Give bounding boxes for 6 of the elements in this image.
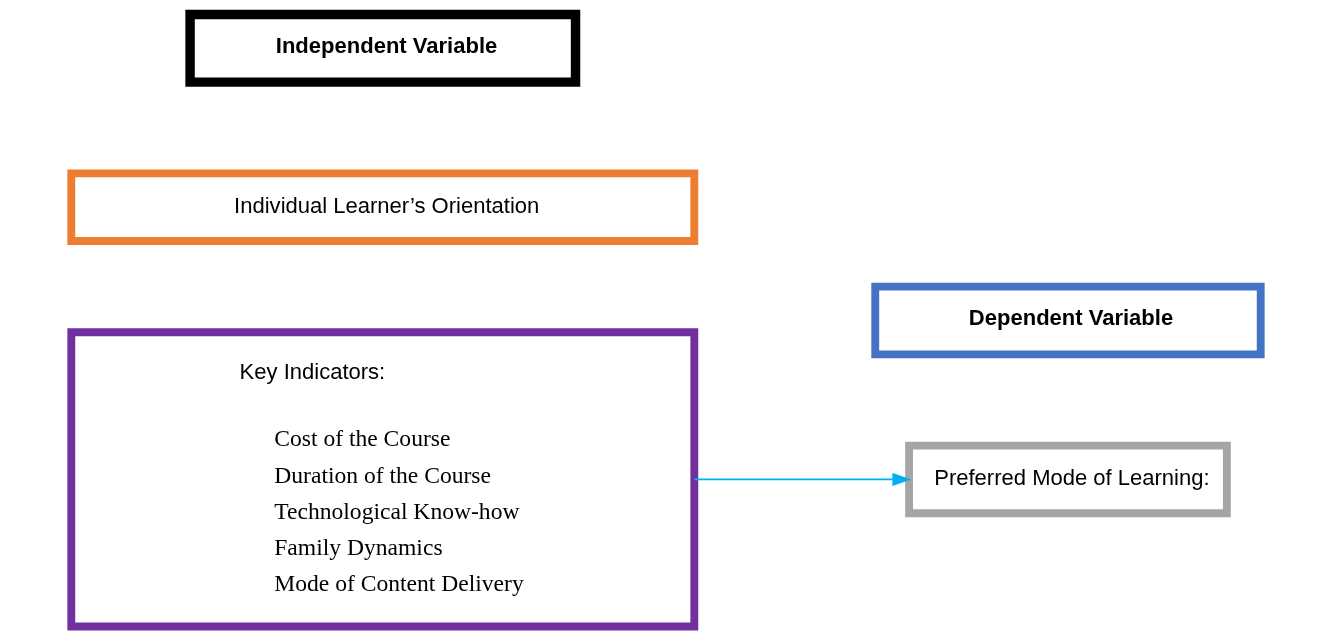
node-box: Individual Learner’s Orientation xyxy=(66,169,698,245)
node-box: Independent Variable xyxy=(184,9,580,87)
arrow xyxy=(693,472,911,486)
node-box: Dependent Variable xyxy=(870,282,1265,359)
node-box: Preferred Mode of Learning: xyxy=(904,441,1231,518)
node-box: Key Indicators: Cost of the Course Duration of the Course Technological Know-how Family Dynamics Mode of Content Delivery xyxy=(66,328,698,631)
